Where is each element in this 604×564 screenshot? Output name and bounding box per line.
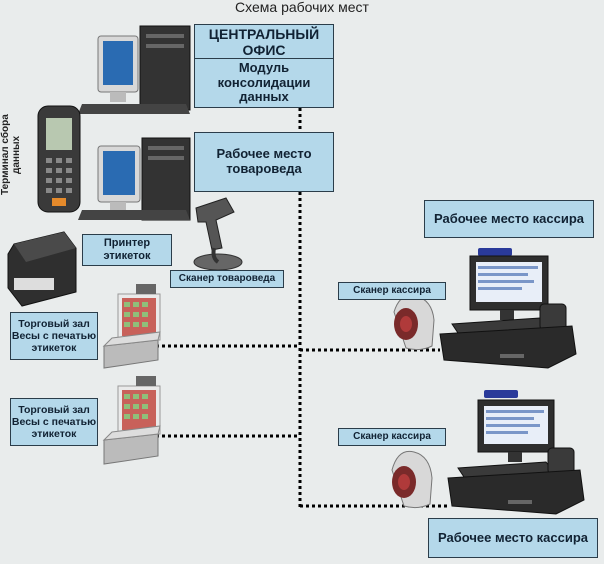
consolidation-module-label: Модуль консолидации данных bbox=[217, 59, 311, 105]
trading-hall-1-label: Торговый зал Весы с печатью этикеток bbox=[11, 317, 97, 355]
cashier-workplace-2-label: Рабочее место кассира bbox=[437, 529, 588, 545]
data-terminal-label: Терминал сбора данных bbox=[0, 114, 22, 196]
trading-hall-1-box: Торговый зал Весы с печатью этикеток bbox=[10, 312, 98, 360]
pos-terminal-1-icon bbox=[439, 248, 577, 369]
trading-hall-2-label: Торговый зал Весы с печатью этикеток bbox=[11, 403, 97, 441]
merchandiser-computer-icon bbox=[78, 137, 191, 221]
central-office-box: ЦЕНТРАЛЬНЫЙ ОФИС bbox=[194, 24, 334, 60]
central-office-computer-icon bbox=[78, 25, 191, 114]
cashier-workplace-2-box: Рабочее место кассира bbox=[428, 518, 598, 558]
cashier-scanner-1-label: Сканер кассира bbox=[353, 285, 431, 297]
label-printer-box: Принтер этикеток bbox=[82, 234, 172, 266]
cashier-scanner-2-icon bbox=[391, 450, 433, 509]
scale-1-icon bbox=[102, 284, 161, 369]
consolidation-module-box: Модуль консолидации данных bbox=[194, 58, 334, 108]
cashier-scanner-1-box: Сканер кассира bbox=[338, 282, 446, 300]
pos-terminal-2-icon bbox=[447, 390, 585, 515]
merchandiser-workplace-box: Рабочее место товароведа bbox=[194, 132, 334, 192]
merchandiser-scanner-icon bbox=[193, 197, 243, 271]
diagram-title: Схема рабочих мест bbox=[235, 0, 369, 15]
cashier-workplace-1-label: Рабочее место кассира bbox=[433, 210, 584, 226]
label-printer-icon bbox=[7, 231, 77, 307]
cashier-scanner-1-icon bbox=[393, 294, 435, 351]
merchandiser-scanner-box: Сканер товароведа bbox=[170, 270, 284, 288]
cashier-scanner-2-box: Сканер кассира bbox=[338, 428, 446, 446]
scale-2-icon bbox=[102, 376, 161, 465]
merchandiser-scanner-label: Сканер товароведа bbox=[178, 273, 276, 285]
data-terminal-icon bbox=[37, 105, 81, 213]
merchandiser-workplace-label: Рабочее место товароведа bbox=[216, 146, 312, 176]
central-office-label: ЦЕНТРАЛЬНЫЙ ОФИС bbox=[208, 25, 320, 58]
cashier-scanner-2-label: Сканер кассира bbox=[353, 431, 431, 443]
label-printer-label: Принтер этикеток bbox=[103, 237, 151, 262]
trading-hall-2-box: Торговый зал Весы с печатью этикеток bbox=[10, 398, 98, 446]
cashier-workplace-1-box: Рабочее место кассира bbox=[424, 200, 594, 238]
